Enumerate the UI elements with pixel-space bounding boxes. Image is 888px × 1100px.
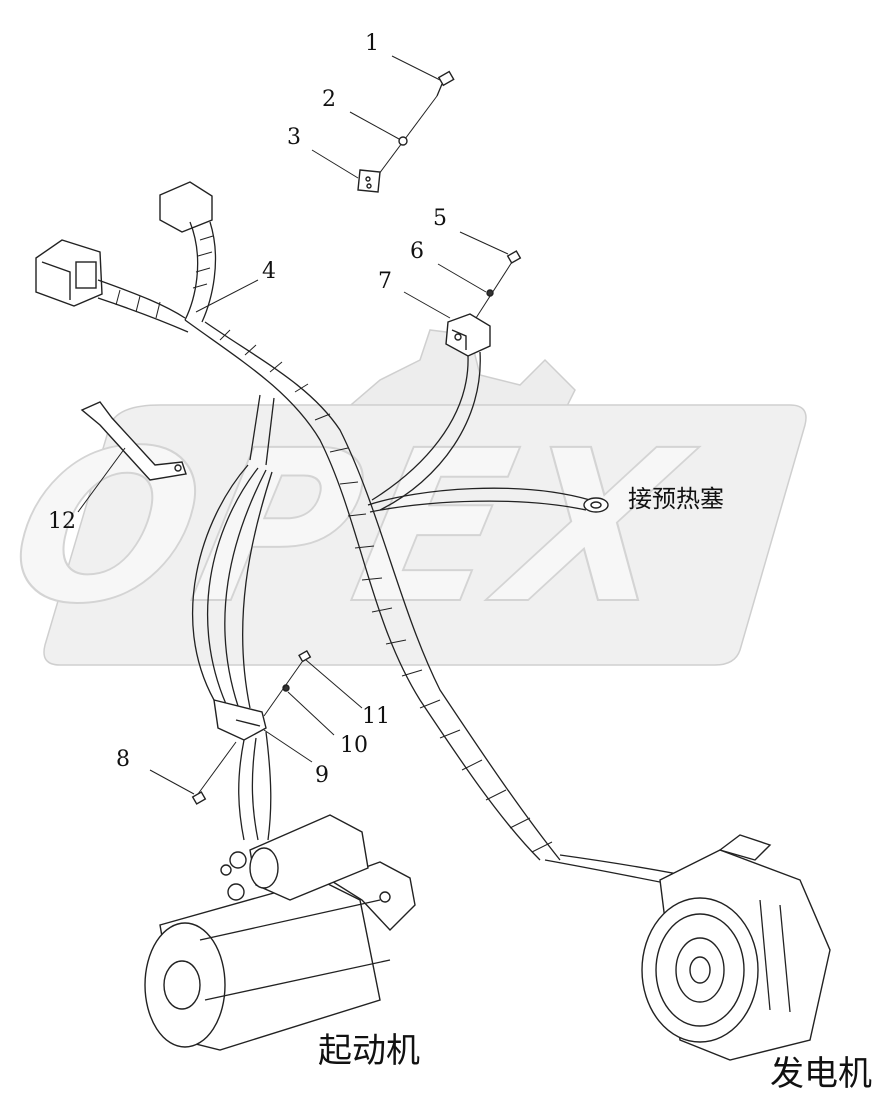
bolt-part-1 <box>436 70 455 97</box>
wire-harness-part-4 <box>35 181 709 891</box>
clip-part-9 <box>213 699 267 741</box>
callout-10: 10 <box>340 733 368 758</box>
alternator <box>641 834 831 1061</box>
watermark-logo: OPEX <box>0 329 807 666</box>
washer-part-2 <box>398 136 408 146</box>
bracket-part-12 <box>80 401 187 481</box>
screw-part-8 <box>191 741 237 805</box>
label-alternator: 发电机 <box>770 1054 872 1094</box>
starter-motor <box>144 814 416 1051</box>
callout-4: 4 <box>262 259 276 284</box>
harness-sleeve-hatching <box>115 235 553 853</box>
glow-plug-lead <box>371 355 469 501</box>
callout-3: 3 <box>287 125 301 150</box>
callout-11: 11 <box>362 704 390 729</box>
watermark-banner <box>43 404 807 666</box>
callout-6: 6 <box>410 239 424 264</box>
callout-8: 8 <box>116 747 130 772</box>
leader-lines <box>149 55 509 795</box>
watermark-text: OPEX <box>0 406 709 650</box>
washer-part-6 <box>486 289 494 297</box>
connector-upper <box>159 181 213 233</box>
callout-5: 5 <box>433 206 447 231</box>
connector-part-7 <box>445 313 491 357</box>
screw-part-5 <box>506 250 522 264</box>
callout-1: 1 <box>365 31 379 56</box>
callout-12: 12 <box>48 509 76 534</box>
label-starter: 起动机 <box>318 1031 420 1071</box>
callout-9: 9 <box>315 763 329 788</box>
callout-2: 2 <box>322 87 336 112</box>
callout-7: 7 <box>378 269 392 294</box>
label-glow-plug: 接预热塞 <box>628 485 724 513</box>
clamp-part-3 <box>357 169 381 193</box>
screw-part-11 <box>263 649 312 717</box>
